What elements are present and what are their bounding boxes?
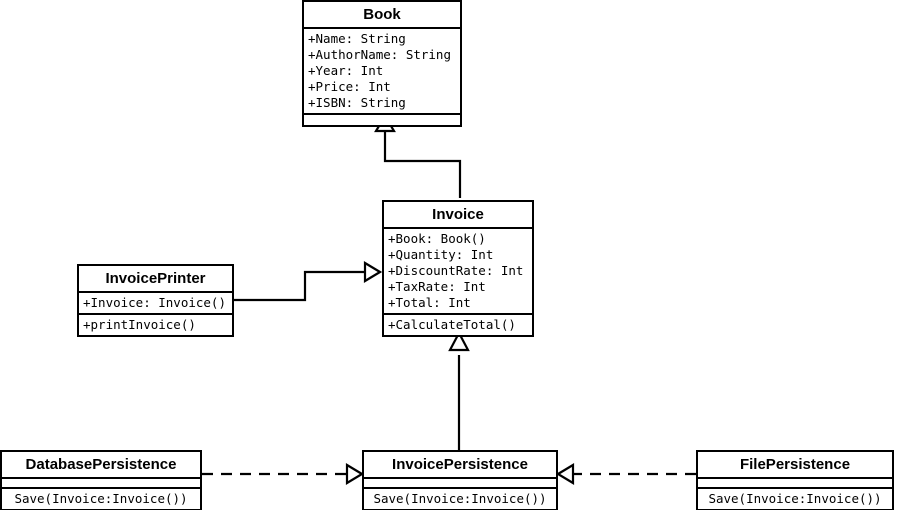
operation-row: +printInvoice() bbox=[83, 317, 196, 332]
class-box-file-persistence[interactable]: FilePersistence Save(Invoice:Invoice()) bbox=[696, 450, 894, 510]
attributes-compartment-invoice-persistence bbox=[364, 479, 556, 489]
attribute-row: +AuthorName: String bbox=[308, 47, 451, 62]
attribute-row: +Year: Int bbox=[308, 63, 384, 78]
attribute-row: +TaxRate: Int bbox=[388, 279, 486, 294]
edge-databasepersistence-to-invoicepersistence bbox=[202, 463, 365, 485]
operations-compartment-invoice-persistence: Save(Invoice:Invoice()) bbox=[364, 489, 556, 509]
operations-compartment-database-persistence: Save(Invoice:Invoice()) bbox=[2, 489, 200, 509]
class-name-database-persistence: DatabasePersistence bbox=[2, 452, 200, 479]
hollow-triangle-arrowhead bbox=[555, 463, 575, 485]
class-box-invoice[interactable]: Invoice +Book: Book() +Quantity: Int +Di… bbox=[382, 200, 534, 337]
operation-row: Save(Invoice:Invoice()) bbox=[708, 491, 882, 506]
class-box-book[interactable]: Book +Name: String +AuthorName: String +… bbox=[302, 0, 462, 127]
attributes-compartment-database-persistence bbox=[2, 479, 200, 489]
operations-compartment-book bbox=[304, 115, 460, 125]
attributes-compartment-book: +Name: String +AuthorName: String +Year:… bbox=[304, 29, 460, 115]
edge-invoice-to-book bbox=[374, 113, 462, 198]
edge-filepersistence-to-invoicepersistence bbox=[555, 463, 696, 485]
edge-invoiceprinter-to-invoice bbox=[234, 261, 383, 302]
attributes-compartment-file-persistence bbox=[698, 479, 892, 489]
operations-compartment-file-persistence: Save(Invoice:Invoice()) bbox=[698, 489, 892, 509]
edge-invoicepersistence-to-invoice bbox=[448, 330, 470, 452]
operations-compartment-invoice: +CalculateTotal() bbox=[384, 315, 532, 335]
class-box-database-persistence[interactable]: DatabasePersistence Save(Invoice:Invoice… bbox=[0, 450, 202, 510]
class-name-invoice-persistence: InvoicePersistence bbox=[364, 452, 556, 479]
attribute-row: +Quantity: Int bbox=[388, 247, 494, 262]
hollow-triangle-arrowhead bbox=[363, 261, 383, 283]
attribute-row: +Total: Int bbox=[388, 295, 471, 310]
attributes-compartment-invoice: +Book: Book() +Quantity: Int +DiscountRa… bbox=[384, 229, 532, 315]
class-name-invoice: Invoice bbox=[384, 202, 532, 229]
class-name-book: Book bbox=[304, 2, 460, 29]
class-box-invoice-printer[interactable]: InvoicePrinter +Invoice: Invoice() +prin… bbox=[77, 264, 234, 337]
class-box-invoice-persistence[interactable]: InvoicePersistence Save(Invoice:Invoice(… bbox=[362, 450, 558, 510]
class-name-invoice-printer: InvoicePrinter bbox=[79, 266, 232, 293]
attributes-compartment-invoice-printer: +Invoice: Invoice() bbox=[79, 293, 232, 315]
attribute-row: +Price: Int bbox=[308, 79, 391, 94]
hollow-triangle-arrowhead bbox=[345, 463, 365, 485]
class-name-file-persistence: FilePersistence bbox=[698, 452, 892, 479]
attribute-row: +ISBN: String bbox=[308, 95, 406, 110]
attribute-row: +DiscountRate: Int bbox=[388, 263, 524, 278]
attribute-row: +Name: String bbox=[308, 31, 406, 46]
attribute-row: +Book: Book() bbox=[388, 231, 486, 246]
operation-row: Save(Invoice:Invoice()) bbox=[373, 491, 547, 506]
operations-compartment-invoice-printer: +printInvoice() bbox=[79, 315, 232, 335]
operation-row: Save(Invoice:Invoice()) bbox=[14, 491, 188, 506]
attribute-row: +Invoice: Invoice() bbox=[83, 295, 226, 310]
operation-row: +CalculateTotal() bbox=[388, 317, 516, 332]
